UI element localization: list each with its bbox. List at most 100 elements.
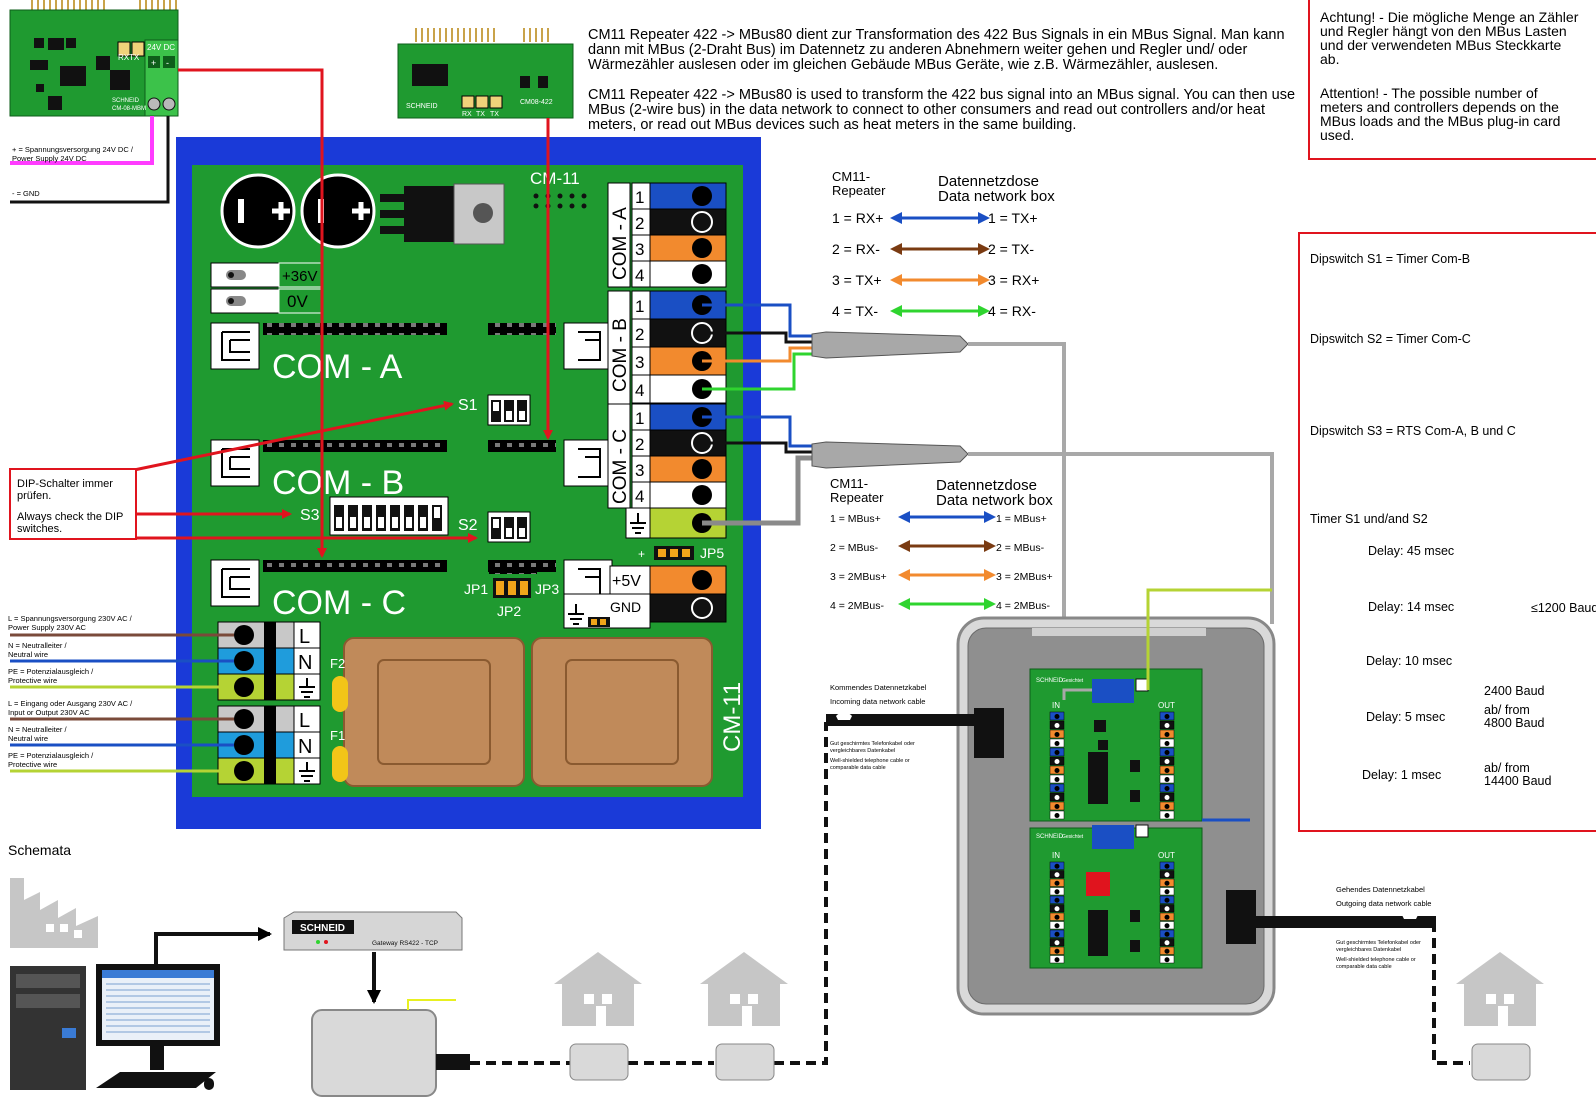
map422-arrowhead-left-1	[890, 212, 902, 224]
box-top-in-screw-1	[1054, 714, 1060, 719]
card-tx-label: TX	[129, 53, 140, 62]
fuse-f1-label: F1	[330, 728, 345, 743]
cable-in-title-de: Kommendes Datennetzkabel	[830, 683, 927, 692]
map422-right-4: 4 = RX-	[988, 303, 1036, 319]
mapmbus-arrowhead-right-4	[984, 598, 996, 610]
baud-14400-b: 14400 Baud	[1484, 774, 1552, 788]
com-c-label: COM - C	[272, 584, 406, 622]
dip-note-box: DIP-Schalter immer prüfen. Always check …	[9, 468, 137, 540]
card-model-label: CM-08-MBM	[112, 106, 146, 112]
terminal-com-a: 1 2 3 4	[631, 182, 727, 288]
gateway-label: Gateway RS422 - TCP	[372, 940, 438, 947]
factory-icon	[10, 878, 98, 948]
jp5-plus: +	[638, 547, 645, 561]
power-gnd-label: - = GND	[12, 189, 40, 198]
delay-5: Delay: 5 msec	[1366, 710, 1446, 724]
box-bot-in-screw-6	[1054, 906, 1060, 912]
svg-text:3: 3	[635, 353, 644, 372]
dip-s3	[329, 496, 449, 536]
box-top-out-screw-4	[1164, 741, 1170, 746]
dip-s2	[487, 511, 531, 543]
dip-s1	[487, 394, 531, 426]
timer-title: Timer S1 und/and S2	[1310, 512, 1428, 526]
mapping-422: CM11- Repeater Datennetzdose Data networ…	[832, 169, 1055, 319]
mapmbus-left-4: 4 = 2MBus-	[830, 600, 884, 612]
box-bot-in-screw-4	[1054, 889, 1060, 895]
svg-text:3: 3	[635, 461, 644, 480]
cable-out-title-de: Gehendes Datennetzkabel	[1336, 885, 1425, 894]
svg-text:1: 1	[635, 409, 644, 428]
box-bot-out-screw-7	[1164, 914, 1170, 920]
cm11-board: CM-11 +36V 0V COM - A COM - B COM - C	[176, 137, 761, 829]
mains-n2-mark: N	[298, 736, 312, 758]
phone-icon-out	[1402, 911, 1418, 919]
baud-14400-a: ab/ from	[1484, 761, 1530, 775]
box-maker-top: SCHNEID	[1036, 678, 1064, 684]
box-bot-out-screw-12	[1164, 957, 1170, 963]
jp2-label: JP2	[497, 603, 521, 619]
mapmbus-arrowhead-left-4	[898, 598, 910, 610]
map422-right-3: 3 = RX+	[988, 272, 1039, 288]
box-bot-in-screw-7	[1054, 914, 1060, 920]
map422-right-title1: Datennetzdose	[938, 173, 1039, 190]
box-top-in-screw-4	[1054, 741, 1060, 746]
box-top-in-screw-7	[1054, 768, 1060, 773]
mains-pe2-label: PE = Potenzialausgleich /Protective wire	[8, 751, 94, 769]
label-0v: 0V	[287, 292, 308, 311]
box-top-out-screw-12	[1164, 813, 1170, 818]
small-box-gateway	[311, 999, 470, 1097]
map422-arrowhead-left-4	[890, 305, 902, 317]
label-5v: +5V	[612, 573, 641, 590]
mapmbus-left-3: 3 = 2MBus+	[830, 571, 887, 583]
box-bot-in-screw-3	[1054, 880, 1060, 886]
box-bot-out-screw-8	[1164, 923, 1170, 929]
com-a-side-label: COM - A	[610, 207, 631, 280]
svg-text:4: 4	[635, 487, 644, 506]
attention-box: Achtung! - Die mögliche Menge an Zähler …	[1308, 0, 1596, 160]
box-out-bottom: OUT	[1158, 851, 1175, 860]
mains-l-mark: L	[299, 626, 310, 648]
dashed-network	[470, 722, 1470, 1065]
house-icon-2	[700, 952, 788, 1081]
gateway-device: SCHNEID Gateway RS422 - TCP	[283, 911, 463, 951]
pc-to-gateway-arrow	[154, 927, 272, 964]
box-bot-in-screw-2	[1054, 872, 1060, 878]
rs422-card-maker: SCHNEID	[406, 103, 438, 110]
box-bot-out-screw-9	[1164, 931, 1170, 937]
connector-plugs	[811, 331, 969, 469]
rs422-card-rx: RX	[462, 111, 472, 118]
power-gnd-wire	[10, 116, 170, 204]
dip-note-en: Always check the DIP switches.	[17, 511, 124, 535]
map422-left-1: 1 = RX+	[832, 210, 883, 226]
map422-arrowhead-left-3	[890, 274, 902, 286]
box-cables	[1062, 588, 1272, 822]
mapmbus-right-3: 3 = 2MBus+	[996, 571, 1053, 583]
network-box: SCHNEID Gesichtet SCHNEID Gesichtet IN O…	[956, 616, 1276, 1016]
power-plus-wire	[10, 116, 154, 165]
box-top-out-screw-3	[1164, 732, 1170, 737]
com-a-label: COM - A	[272, 348, 403, 386]
attention-en: Attention! - The possible number of mete…	[1320, 85, 1561, 143]
map422-right-2: 2 = TX-	[988, 241, 1034, 257]
mapmbus-left-title1: CM11-	[830, 476, 868, 491]
map422-left-title1: CM11-	[832, 169, 870, 184]
mapmbus-arrowhead-left-1	[898, 511, 910, 523]
box-top-in-screw-12	[1054, 813, 1060, 818]
box-bot-out-screw-5	[1164, 897, 1170, 903]
schema-title: Schemata	[8, 842, 71, 858]
baud-1200: ≤1200 Baud	[1531, 601, 1596, 615]
mapmbus-right-2: 2 = MBus-	[996, 542, 1045, 554]
map422-right-1: 1 = TX+	[988, 210, 1038, 226]
mains-n-label: N = Neutralleiter /Neutral wire	[8, 641, 67, 659]
settings-box: Dipswitch S1 = Timer Com-B Dipswitch S2 …	[1298, 232, 1596, 832]
board-name-side: CM-11	[719, 682, 746, 752]
box-top-out-screw-5	[1164, 750, 1170, 755]
mapmbus-right-4: 4 = 2MBus-	[996, 600, 1050, 612]
terminal-com-c: 1 2 3 4	[625, 403, 727, 539]
box-top-in-screw-8	[1054, 777, 1060, 782]
mapmbus-left-1: 1 = MBus+	[830, 513, 881, 525]
box-bot-in-screw-11	[1054, 948, 1060, 954]
com-c-side-label: COM - C	[610, 429, 631, 504]
